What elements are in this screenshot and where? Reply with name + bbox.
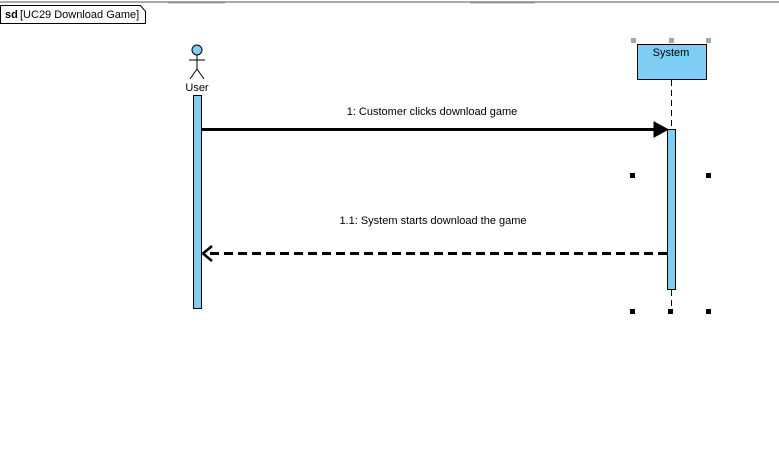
actor-left-leg: [189, 68, 198, 80]
selection-handle[interactable]: [668, 309, 673, 314]
system-activation-bar[interactable]: [667, 129, 676, 290]
system-head-box: [637, 44, 707, 80]
system-lifeline-head[interactable]: System: [637, 44, 707, 80]
message-1[interactable]: 1: Customer clicks download game: [202, 106, 670, 138]
open-arrowhead-icon: [201, 245, 213, 262]
selection-handle[interactable]: [631, 38, 636, 43]
actor-right-leg: [196, 68, 205, 80]
message-1-label: 1: Customer clicks download game: [347, 106, 518, 118]
selection-handle[interactable]: [669, 38, 674, 43]
filled-arrowhead-icon: [653, 121, 670, 138]
actor-head: [191, 44, 203, 56]
user-actor[interactable]: User: [185, 44, 209, 94]
system-name-label: System: [653, 47, 690, 59]
user-activation-bar[interactable]: [193, 95, 202, 309]
message-1-1[interactable]: 1.1: System starts download the game: [201, 215, 667, 262]
user-name-label: User: [185, 82, 209, 94]
selection-handle[interactable]: [630, 309, 635, 314]
selection-handle[interactable]: [706, 173, 711, 178]
frame-keyword: sd: [5, 9, 18, 21]
selection-handle[interactable]: [630, 173, 635, 178]
message-1-1-label: 1.1: System starts download the game: [339, 215, 526, 227]
frame-title: [UC29 Download Game]: [20, 9, 139, 21]
selection-handle[interactable]: [706, 38, 711, 43]
selection-handle[interactable]: [706, 309, 711, 314]
frame-label[interactable]: sd [UC29 Download Game]: [0, 5, 146, 24]
